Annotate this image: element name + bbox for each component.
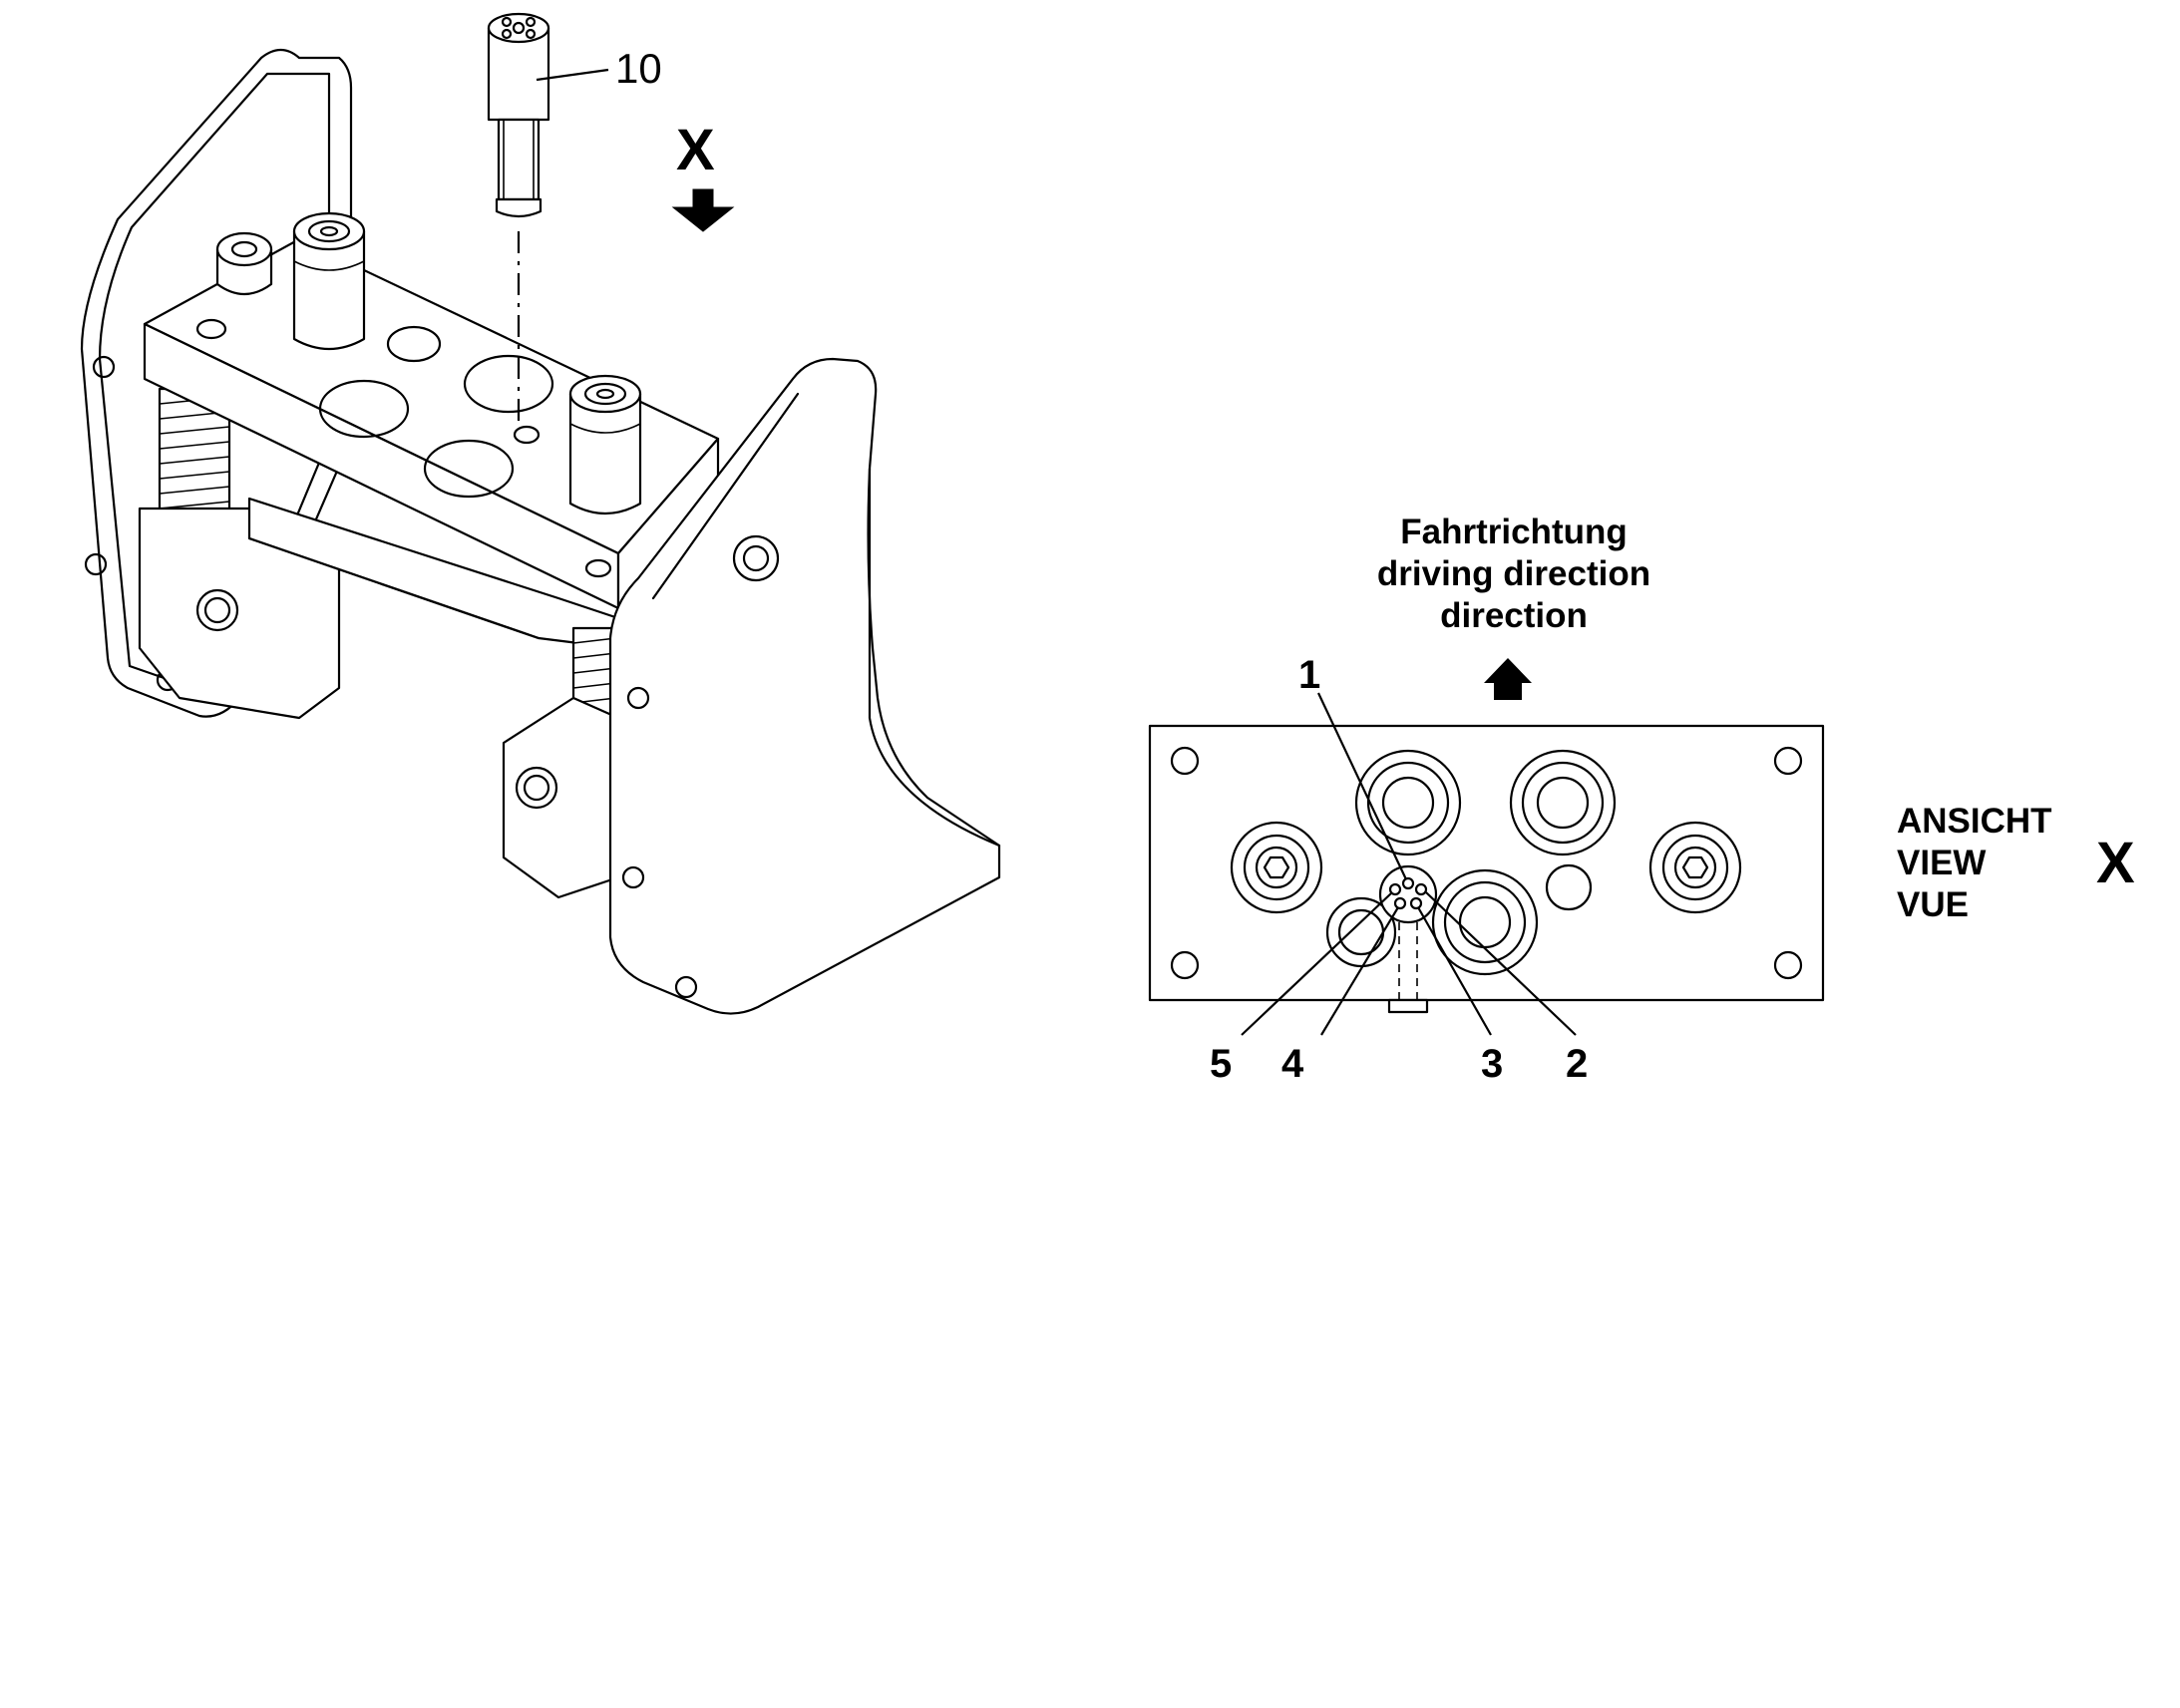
- callout-leader-4: [1320, 906, 1399, 1036]
- plate-hole: [386, 325, 442, 363]
- rear-plate-hole: [84, 552, 108, 576]
- rear-bracket-inner-edge: [98, 72, 331, 700]
- corner-hole: [1170, 746, 1200, 776]
- front-plate-hole: [626, 686, 650, 710]
- corner-hole: [1773, 746, 1803, 776]
- plain-hole: [1545, 863, 1593, 911]
- callout-2: 2: [1566, 1042, 1588, 1086]
- rear-knob: [215, 231, 273, 296]
- corner-hole: [1170, 950, 1200, 980]
- callout-4: 4: [1281, 1042, 1304, 1086]
- callout-leader-2: [1425, 891, 1577, 1036]
- pin-1: [1401, 876, 1415, 890]
- port: [1509, 749, 1617, 856]
- screw-head: [195, 318, 227, 340]
- view-caption-en: VIEW: [1897, 844, 1986, 882]
- bolt-target-hole: [513, 425, 541, 445]
- piston-right: [568, 374, 642, 514]
- pin-2: [1414, 882, 1428, 896]
- callout-leader-1: [1317, 692, 1407, 880]
- connector-plug: [1378, 864, 1438, 1014]
- pin-4: [1393, 896, 1407, 910]
- view-direction-arrow: [671, 188, 735, 232]
- right-view-marker: X: [2096, 831, 2135, 895]
- part-10-leader: [536, 68, 609, 82]
- direction-heading-en: driving direction: [1377, 554, 1650, 593]
- callout-1: 1: [1298, 653, 1320, 697]
- plate-hole: [423, 439, 515, 499]
- pin-3: [1409, 896, 1423, 910]
- piston-left: [292, 211, 366, 350]
- corner-hole: [1773, 950, 1803, 980]
- port: [1354, 749, 1462, 856]
- valve-block-plan-view: [1148, 692, 1825, 1036]
- callout-leader-5: [1241, 891, 1393, 1036]
- direction-heading-fr: direction: [1440, 596, 1588, 635]
- pin-5: [1388, 882, 1402, 896]
- screw-port: [1648, 821, 1742, 914]
- direction-heading-de: Fahrtrichtung: [1400, 512, 1627, 551]
- plate-hole: [463, 354, 554, 414]
- callout-3: 3: [1481, 1042, 1503, 1086]
- left-view-marker: X: [676, 118, 715, 182]
- driving-direction-arrow: [1484, 658, 1532, 700]
- screw-head: [584, 558, 612, 578]
- screw-port: [1230, 821, 1323, 914]
- isometric-assembly: [80, 12, 1001, 1015]
- front-plate-hole: [621, 865, 645, 889]
- rear-plate-hole: [92, 355, 116, 379]
- front-plate-screw: [732, 534, 780, 582]
- view-caption-de: ANSICHT: [1897, 802, 2052, 841]
- lower-right-block: [502, 696, 620, 899]
- plug-part-10: [487, 12, 550, 218]
- callout-5: 5: [1210, 1042, 1232, 1086]
- plate-hole: [318, 379, 410, 439]
- part-10-label: 10: [615, 45, 662, 92]
- view-caption-fr: VUE: [1897, 885, 1969, 924]
- callout-leader-3: [1417, 906, 1492, 1036]
- front-plate-hole: [674, 975, 698, 999]
